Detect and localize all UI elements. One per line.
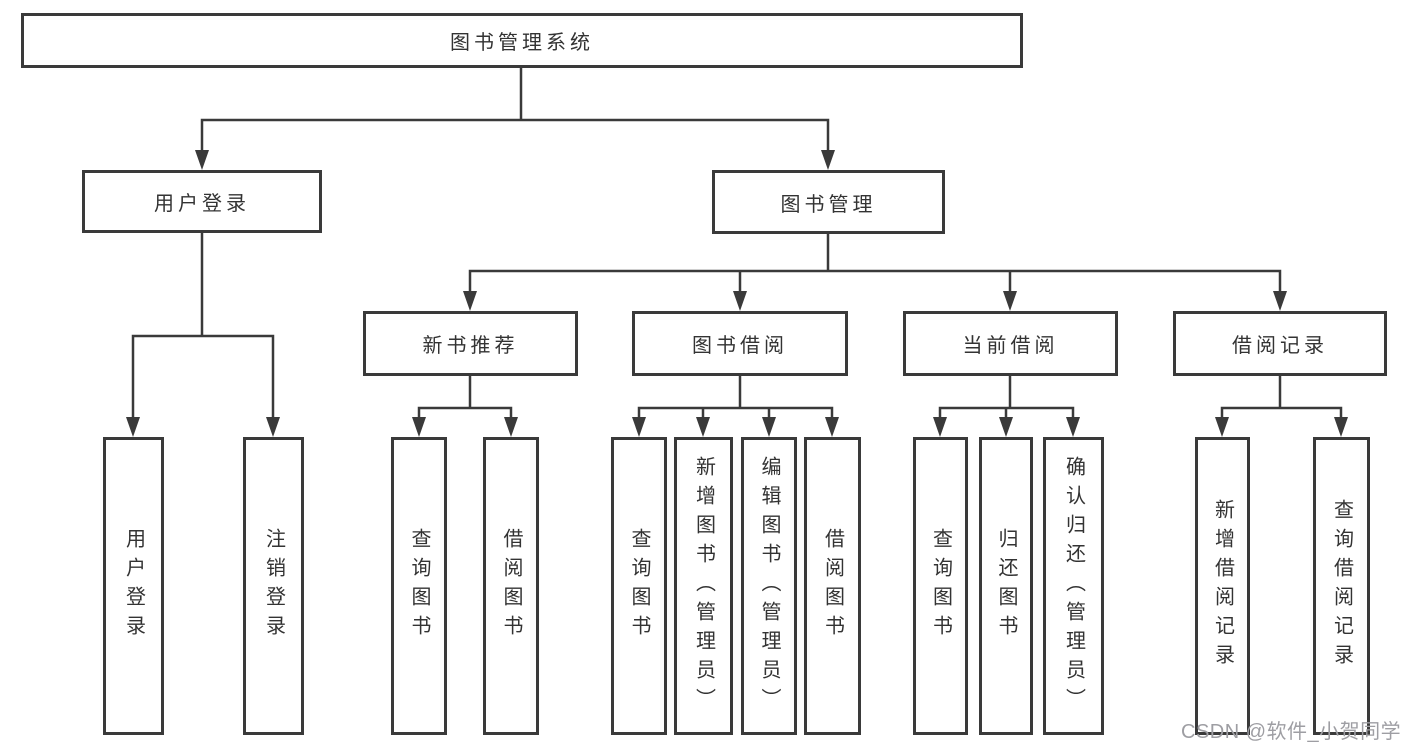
node-borrow-records: 借阅记录 <box>1173 311 1387 376</box>
arrowhead-icon <box>412 417 426 437</box>
leaf-logout: 注销登录 <box>243 437 304 735</box>
arrowhead-icon <box>696 417 710 437</box>
arrowhead-icon <box>1215 417 1229 437</box>
leaf-borrow-books-recommend: 借阅图书 <box>483 437 539 735</box>
leaf-label: 查询图书 <box>628 528 650 644</box>
leaf-query-books-borrow: 查询图书 <box>611 437 667 735</box>
arrowhead-icon <box>463 291 477 311</box>
leaf-query-borrow-record: 查询借阅记录 <box>1313 437 1370 735</box>
arrowhead-icon <box>1003 291 1017 311</box>
leaf-label: 确认归还（管理员） <box>1062 455 1085 717</box>
arrowhead-icon <box>632 417 646 437</box>
leaf-label: 编辑图书（管理员） <box>758 455 780 717</box>
connector-line <box>200 118 830 151</box>
node-new-book-recommend: 新书推荐 <box>363 311 578 376</box>
arrowhead-icon <box>762 417 776 437</box>
arrowhead-icon <box>1066 417 1080 437</box>
arrowhead-icon <box>825 417 839 437</box>
leaf-label: 查询借阅记录 <box>1330 499 1353 673</box>
arrowhead-icon <box>733 291 747 311</box>
leaf-label: 借阅图书 <box>500 528 522 644</box>
leaf-label: 新增图书（管理员） <box>692 455 715 717</box>
leaf-return-books: 归还图书 <box>979 437 1033 735</box>
leaf-edit-books-admin: 编辑图书（管理员） <box>741 437 797 735</box>
arrowhead-icon <box>999 417 1013 437</box>
connector-line <box>131 334 275 418</box>
watermark: CSDN @软件_小贺同学 <box>1181 721 1402 743</box>
node-user-login: 用户登录 <box>82 170 322 233</box>
arrowhead-icon <box>266 417 280 437</box>
leaf-label: 新增借阅记录 <box>1211 499 1234 673</box>
leaf-borrow-books: 借阅图书 <box>804 437 861 735</box>
connector-line <box>417 406 513 418</box>
node-root: 图书管理系统 <box>21 13 1023 68</box>
leaf-label: 查询图书 <box>929 528 952 644</box>
leaf-query-books-recommend: 查询图书 <box>391 437 447 735</box>
leaf-label: 借阅图书 <box>821 528 844 644</box>
node-book-management: 图书管理 <box>712 170 945 234</box>
leaf-user-login: 用户登录 <box>103 437 164 735</box>
arrowhead-icon <box>1273 291 1287 311</box>
leaf-label: 归还图书 <box>995 528 1017 644</box>
node-book-borrow: 图书借阅 <box>632 311 848 376</box>
arrowhead-icon <box>504 417 518 437</box>
leaf-add-borrow-record: 新增借阅记录 <box>1195 437 1250 735</box>
leaf-add-books-admin: 新增图书（管理员） <box>674 437 733 735</box>
arrowhead-icon <box>195 150 209 170</box>
leaf-label: 查询图书 <box>408 528 430 644</box>
arrowhead-icon <box>1334 417 1348 437</box>
connector-line <box>1220 406 1343 418</box>
arrowhead-icon <box>126 417 140 437</box>
leaf-confirm-return-admin: 确认归还（管理员） <box>1043 437 1104 735</box>
connector-line <box>637 406 834 418</box>
leaf-label: 用户登录 <box>122 528 145 644</box>
arrowhead-icon <box>933 417 947 437</box>
arrowhead-icon <box>821 150 835 170</box>
node-current-borrow: 当前借阅 <box>903 311 1118 376</box>
leaf-label: 注销登录 <box>262 528 285 644</box>
connector-line <box>468 269 1282 292</box>
leaf-query-books-current: 查询图书 <box>913 437 968 735</box>
